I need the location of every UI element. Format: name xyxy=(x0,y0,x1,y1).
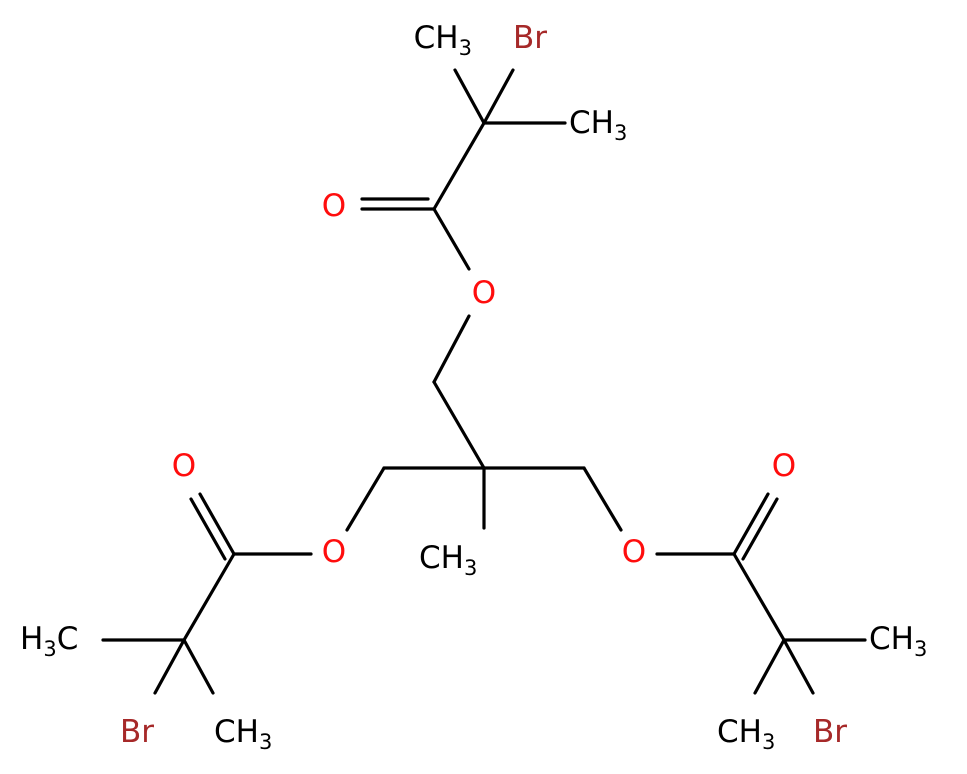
bond-top-quatC-br xyxy=(482,68,515,125)
atom-right-carbonyl-o: O xyxy=(772,448,796,484)
atom-right-methyl-b: CH3 xyxy=(717,714,775,754)
atom-center-methyl: CH3 xyxy=(419,540,477,580)
atom-top-br: Br xyxy=(513,20,547,56)
bond-top-esterO-ch2 xyxy=(432,314,471,384)
bond-right-carbonylC-quatC xyxy=(732,552,786,642)
atom-left-methyl-b: CH3 xyxy=(214,714,272,754)
bond-top-quatC-methyl-a xyxy=(453,68,486,125)
bond-top-carbonylC-esterO xyxy=(432,207,471,271)
bond-left-quatC-methyl-b xyxy=(182,638,215,695)
atom-top-carbonyl-o: O xyxy=(322,188,346,224)
bond-left-carbonyl-double-2 xyxy=(189,497,227,561)
bond-left-quatC-br xyxy=(153,638,186,695)
bond-left-ch2-esterO xyxy=(345,466,386,532)
atom-top-methyl-b: CH3 xyxy=(569,105,627,145)
bonds xyxy=(101,68,867,695)
atom-top-methyl-a: CH3 xyxy=(414,20,472,60)
bond-right-ch2-esterO xyxy=(582,466,623,532)
bond-right-quatC-br xyxy=(782,638,815,695)
atom-left-br: Br xyxy=(120,714,154,750)
atom-left-methyl-a: H3C xyxy=(20,621,78,661)
atom-labels: CH3 Br CH3 O O O O H3C Br CH3 CH3 O O CH… xyxy=(20,20,927,754)
atom-left-ester-o: O xyxy=(322,534,346,570)
atom-top-ester-o: O xyxy=(472,275,496,311)
atom-right-ester-o: O xyxy=(622,534,646,570)
atom-left-carbonyl-o: O xyxy=(172,448,196,484)
atom-right-br: Br xyxy=(813,714,847,750)
bond-top-quatC-carbonylC xyxy=(432,121,486,211)
bond-right-carbonyl-double-2 xyxy=(741,497,779,561)
bond-right-quatC-methyl-b xyxy=(753,638,786,695)
bond-right-carbonyl-double-1 xyxy=(732,492,770,556)
bond-left-carbonylC-quatC xyxy=(182,552,236,642)
bond-left-carbonyl-double-1 xyxy=(198,492,236,556)
atom-right-methyl-a: CH3 xyxy=(869,621,927,661)
bond-top-ch2-centerC xyxy=(432,380,486,470)
